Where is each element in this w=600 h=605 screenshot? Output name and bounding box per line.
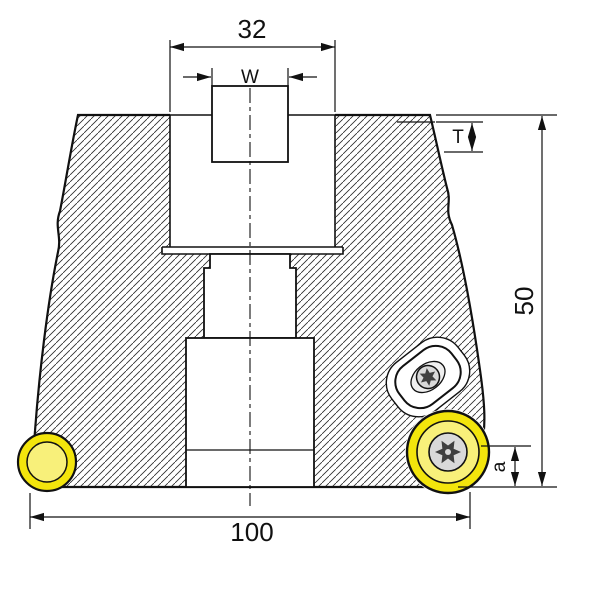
dim-top-width-32: 32 bbox=[169, 14, 336, 112]
dim-step-depth-t: T bbox=[436, 121, 483, 153]
insert-top-right bbox=[385, 336, 471, 418]
dim-label-step-depth: T bbox=[452, 127, 464, 148]
dim-label-slot-width: W bbox=[241, 67, 259, 88]
insert-bottom-right bbox=[405, 409, 491, 495]
dim-diameter-100: 100 bbox=[29, 492, 471, 547]
insert-inner-ring bbox=[26, 441, 68, 483]
dim-insert-height-a: a bbox=[481, 445, 531, 486]
dim-slot-width-w: W bbox=[183, 67, 317, 88]
dim-label-top-width: 32 bbox=[238, 14, 267, 44]
dimensions: 32 W T 50 a bbox=[29, 14, 557, 547]
dim-label-height: 50 bbox=[509, 287, 539, 316]
dim-height-50: 50 bbox=[436, 114, 557, 488]
insert-bottom-left bbox=[16, 431, 78, 493]
screw-center bbox=[445, 449, 451, 455]
dim-label-diameter: 100 bbox=[230, 517, 273, 547]
dim-label-insert-height: a bbox=[489, 461, 510, 472]
counterbore-recess bbox=[162, 247, 343, 254]
torx-screw-icon bbox=[419, 368, 437, 386]
